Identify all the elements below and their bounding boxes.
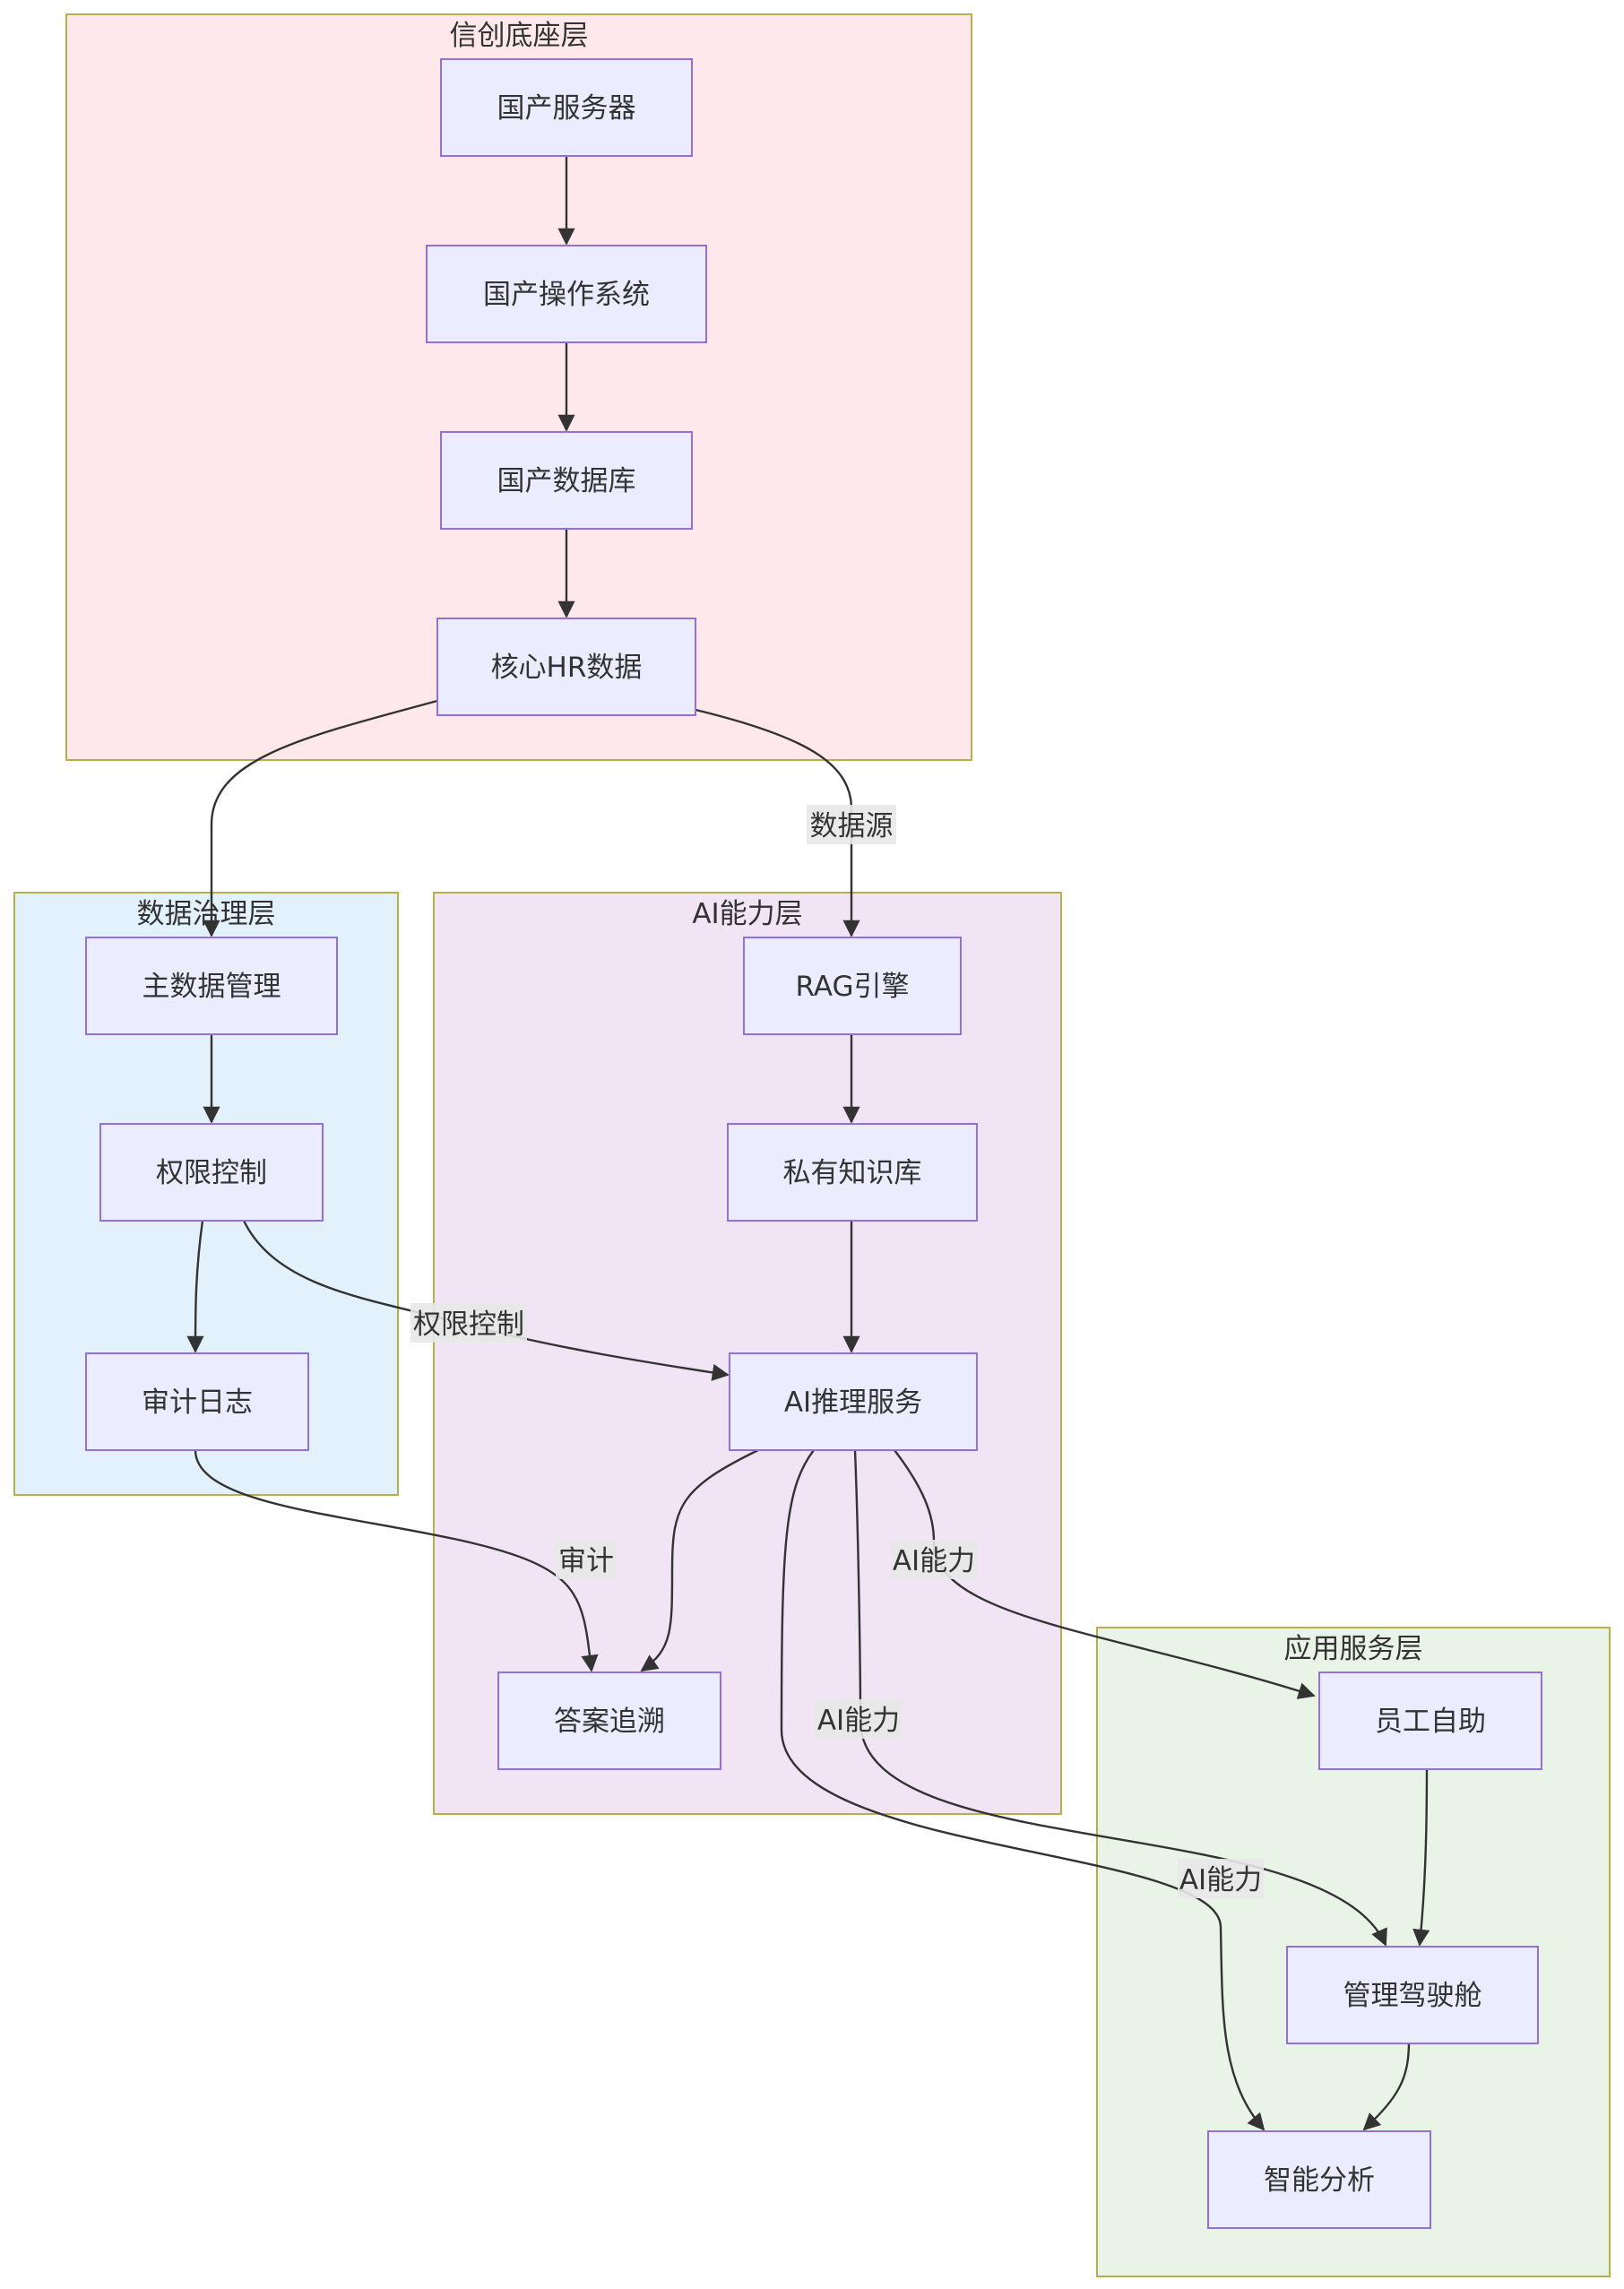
node-audit[interactable]: 审计日志 xyxy=(85,1352,309,1451)
node-rag-label: RAG引擎 xyxy=(796,971,910,1003)
node-hrdata[interactable]: 核心HR数据 xyxy=(436,618,696,716)
node-trace-label: 答案追溯 xyxy=(554,1706,665,1738)
edge-label-ai-cap-1: AI能力 xyxy=(891,1540,977,1579)
edge-hrdata-rag xyxy=(695,708,860,937)
node-cockpit-label: 管理驾驶舱 xyxy=(1343,1980,1482,2012)
node-perm[interactable]: 权限控制 xyxy=(99,1123,324,1222)
edge-label-ai-cap-1-text: AI能力 xyxy=(893,1545,975,1577)
node-db-label: 国产数据库 xyxy=(497,465,636,497)
edge-selfservice-cockpit xyxy=(1412,1766,1430,1947)
edge-label-datasource: 数据源 xyxy=(807,805,896,844)
group-title-ai: AI能力层 xyxy=(692,898,802,930)
group-title-app: 应用服务层 xyxy=(1284,1633,1423,1665)
edge-label-audit-text: 审计 xyxy=(558,1545,614,1577)
edge-infer-selfservice xyxy=(894,1449,1316,1699)
edge-cockpit-analysis xyxy=(1362,2041,1411,2131)
node-audit-label: 审计日志 xyxy=(142,1386,253,1419)
node-os[interactable]: 国产操作系统 xyxy=(426,245,707,343)
group-title-xinchuang: 信创底座层 xyxy=(450,20,589,52)
node-server-label: 国产服务器 xyxy=(497,92,636,125)
node-selfservice[interactable]: 员工自助 xyxy=(1318,1671,1542,1770)
node-infer[interactable]: AI推理服务 xyxy=(729,1352,978,1451)
node-kb-label: 私有知识库 xyxy=(783,1157,922,1189)
edge-label-ai-cap-2: AI能力 xyxy=(816,1699,902,1739)
node-hrdata-label: 核心HR数据 xyxy=(491,652,643,684)
node-os-label: 国产操作系统 xyxy=(483,279,650,311)
edge-infer-analysis xyxy=(780,1449,1266,2131)
edge-hrdata-mdm xyxy=(203,699,438,937)
node-rag[interactable]: RAG引擎 xyxy=(743,937,962,1035)
edge-label-perm-control: 权限控制 xyxy=(410,1303,527,1343)
edge-label-datasource-text: 数据源 xyxy=(810,810,894,842)
node-kb[interactable]: 私有知识库 xyxy=(727,1123,978,1222)
node-db[interactable]: 国产数据库 xyxy=(440,431,693,530)
node-analysis[interactable]: 智能分析 xyxy=(1207,2130,1431,2229)
node-server[interactable]: 国产服务器 xyxy=(440,58,693,157)
edge-label-ai-cap-3: AI能力 xyxy=(1178,1859,1264,1898)
edge-audit-trace xyxy=(194,1449,599,1672)
node-mdm[interactable]: 主数据管理 xyxy=(85,937,338,1035)
node-analysis-label: 智能分析 xyxy=(1264,2164,1375,2197)
edge-perm-audit xyxy=(186,1220,204,1353)
node-mdm-label: 主数据管理 xyxy=(143,971,281,1003)
group-title-governance: 数据治理层 xyxy=(137,898,276,930)
edge-infer-trace xyxy=(640,1448,759,1672)
edge-label-ai-cap-3-text: AI能力 xyxy=(1179,1864,1262,1896)
node-perm-label: 权限控制 xyxy=(156,1157,267,1189)
node-cockpit[interactable]: 管理驾驶舱 xyxy=(1286,1946,1539,2044)
node-trace[interactable]: 答案追溯 xyxy=(497,1671,721,1770)
edges xyxy=(186,156,1430,2131)
node-selfservice-label: 员工自助 xyxy=(1375,1706,1486,1738)
edge-label-ai-cap-2-text: AI能力 xyxy=(817,1705,900,1737)
edge-label-audit: 审计 xyxy=(556,1540,617,1579)
node-infer-label: AI推理服务 xyxy=(784,1386,922,1419)
edge-label-perm-control-text: 权限控制 xyxy=(413,1309,524,1341)
edge-infer-cockpit xyxy=(853,1449,1387,1947)
